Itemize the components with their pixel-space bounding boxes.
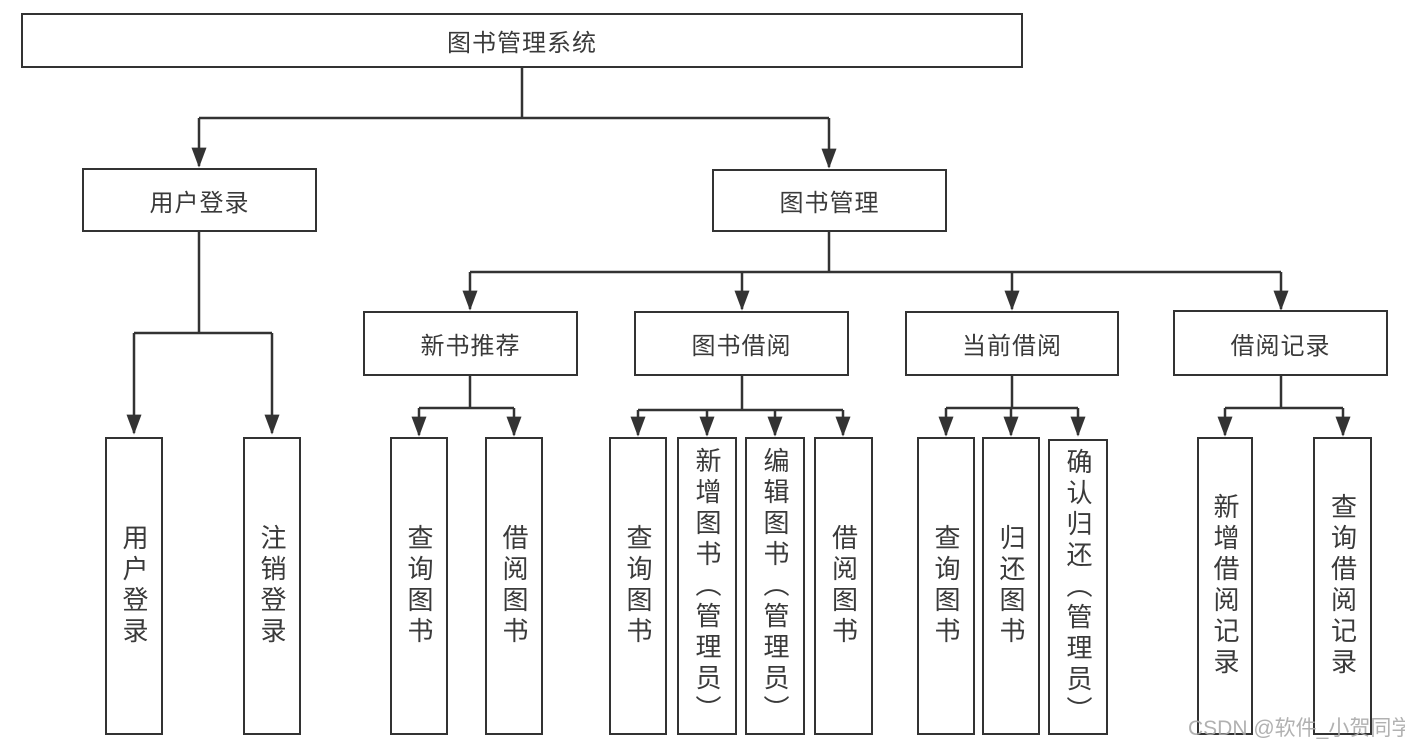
connector-elbows <box>134 68 1343 412</box>
node-new-book-recommend: 新书推荐 <box>363 311 578 376</box>
leaf-borrow-query-book: 查询图书 <box>609 437 667 735</box>
leaf-recommend-borrow-book: 借阅图书 <box>485 437 543 735</box>
node-borrow-records: 借阅记录 <box>1173 310 1388 376</box>
leaf-logout-login: 注销登录 <box>243 437 301 735</box>
leaf-borrow-borrow-book: 借阅图书 <box>814 437 873 735</box>
node-current-borrow: 当前借阅 <box>905 311 1119 376</box>
leaf-records-add-record: 新增借阅记录 <box>1197 437 1253 735</box>
node-book-borrow: 图书借阅 <box>634 311 849 376</box>
leaf-borrow-add-book-admin: 新增图书（管理员） <box>677 437 737 735</box>
node-user-login: 用户登录 <box>82 168 317 232</box>
leaf-records-query-record: 查询借阅记录 <box>1313 437 1372 735</box>
leaf-borrow-edit-book-admin: 编辑图书（管理员） <box>745 437 805 735</box>
leaf-current-query-book: 查询图书 <box>917 437 975 735</box>
leaf-recommend-query-book: 查询图书 <box>390 437 448 735</box>
leaf-current-return-book: 归还图书 <box>982 437 1040 735</box>
connector-arrows <box>126 118 1351 437</box>
node-library-system: 图书管理系统 <box>21 13 1023 68</box>
node-book-management: 图书管理 <box>712 169 947 232</box>
csdn-watermark: CSDN @软件_小贺同学 <box>1188 717 1405 740</box>
leaf-current-confirm-return-admin: 确认归还（管理员） <box>1048 439 1108 735</box>
leaf-user-login: 用户登录 <box>105 437 163 735</box>
